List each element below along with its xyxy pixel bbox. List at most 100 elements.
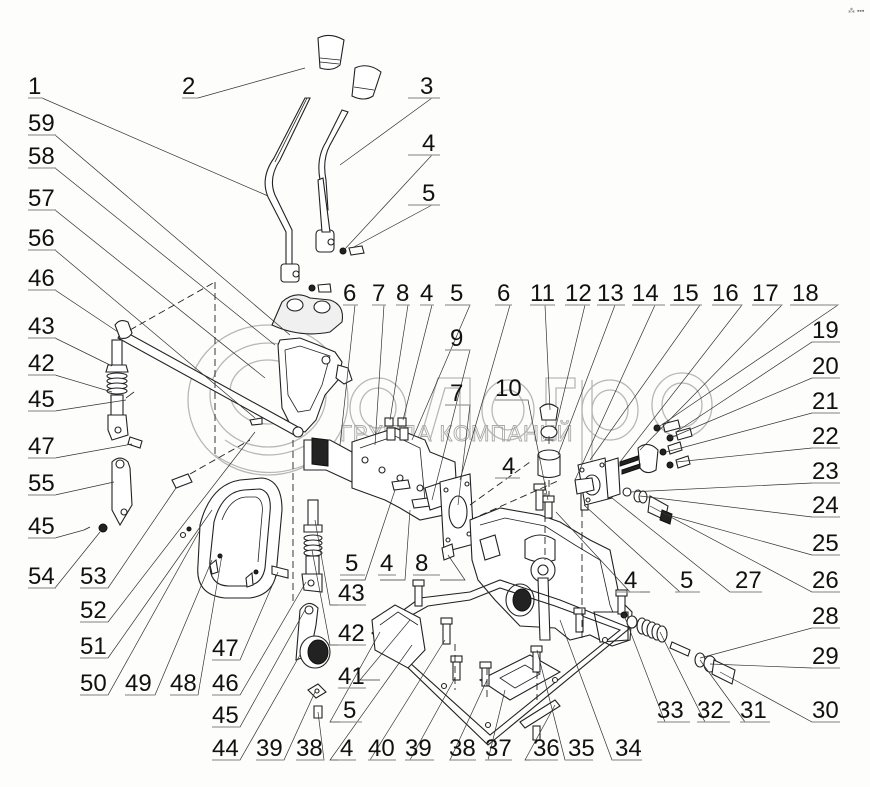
callout-54[interactable]: 54: [28, 563, 56, 590]
svg-text:44: 44: [212, 735, 239, 762]
callout-43-center[interactable]: 43: [338, 580, 366, 607]
part-solenoid-16: [619, 443, 659, 475]
callout-14[interactable]: 14: [632, 280, 665, 307]
callout-12[interactable]: 12: [565, 280, 592, 307]
callout-33[interactable]: 33: [657, 697, 690, 724]
callout-35[interactable]: 35: [565, 735, 595, 762]
callout-18[interactable]: 18: [790, 280, 838, 307]
callout-38-right[interactable]: 38: [449, 735, 476, 762]
callout-5-right[interactable]: 5: [675, 567, 700, 594]
callout-49[interactable]: 49: [125, 670, 155, 697]
svg-text:51: 51: [80, 633, 107, 660]
callout-4-bottom[interactable]: 4: [338, 735, 356, 762]
svg-text:5: 5: [343, 697, 356, 724]
callout-24[interactable]: 24: [812, 492, 840, 519]
svg-text:33: 33: [657, 697, 684, 724]
callout-4-top[interactable]: 4: [408, 130, 440, 157]
callout-38-left[interactable]: 38: [296, 735, 324, 762]
svg-text:54: 54: [28, 563, 55, 590]
callout-45-bottom[interactable]: 45: [212, 702, 240, 729]
callout-47-bottom[interactable]: 47: [212, 635, 240, 662]
svg-text:15: 15: [672, 280, 699, 307]
callout-6-a[interactable]: 6: [343, 280, 358, 307]
callout-58[interactable]: 58: [28, 143, 56, 170]
callout-7-b[interactable]: 7: [445, 380, 470, 407]
callout-19[interactable]: 19: [812, 317, 840, 344]
callout-30[interactable]: 30: [812, 697, 840, 724]
svg-text:4: 4: [340, 735, 353, 762]
svg-text:18: 18: [792, 280, 819, 307]
part-link-44: [295, 602, 331, 669]
callout-9[interactable]: 9: [445, 325, 470, 352]
callout-22[interactable]: 22: [812, 423, 840, 450]
callout-57[interactable]: 57: [28, 185, 56, 212]
callout-4-center[interactable]: 4: [495, 453, 520, 480]
callout-52[interactable]: 52: [80, 597, 108, 624]
callout-56[interactable]: 56: [28, 225, 56, 252]
callout-23[interactable]: 23: [812, 458, 840, 485]
callout-45-left-a[interactable]: 45: [28, 386, 56, 413]
svg-text:43: 43: [28, 313, 55, 340]
part-pin-47: [271, 565, 289, 579]
callout-4-center-b[interactable]: 4: [378, 550, 396, 577]
part-frame-plate: [179, 477, 283, 599]
callout-4-right[interactable]: 4: [615, 567, 640, 594]
callout-39-left[interactable]: 39: [256, 735, 284, 762]
callout-44[interactable]: 44: [212, 735, 240, 762]
callout-42-center[interactable]: 42: [338, 620, 366, 647]
callout-31[interactable]: 31: [740, 697, 770, 724]
part-link-55: [111, 457, 193, 527]
callout-37[interactable]: 37: [485, 735, 512, 762]
svg-text:36: 36: [533, 735, 560, 762]
callout-2[interactable]: 2: [182, 73, 198, 100]
callout-28[interactable]: 28: [812, 603, 840, 630]
callout-40[interactable]: 40: [368, 735, 396, 762]
callout-36[interactable]: 36: [530, 735, 560, 762]
callout-16[interactable]: 16: [712, 280, 742, 307]
callout-46-left[interactable]: 46: [28, 265, 56, 292]
svg-text:7: 7: [372, 280, 385, 307]
svg-text:16: 16: [712, 280, 739, 307]
callout-21[interactable]: 21: [812, 388, 840, 415]
callout-42-left[interactable]: 42: [28, 350, 56, 377]
callout-34[interactable]: 34: [612, 735, 642, 762]
callout-27[interactable]: 27: [730, 567, 762, 594]
callout-13[interactable]: 13: [597, 280, 625, 307]
part-boot-59: [271, 294, 344, 335]
callout-5-top[interactable]: 5: [408, 180, 440, 207]
callout-59[interactable]: 59: [28, 110, 56, 137]
callout-48[interactable]: 48: [170, 670, 198, 697]
callout-55[interactable]: 55: [28, 470, 56, 497]
callout-8-center[interactable]: 8: [413, 550, 440, 577]
callout-43-left[interactable]: 43: [28, 313, 56, 340]
callout-4-b[interactable]: 4: [420, 280, 434, 307]
callout-46-bottom[interactable]: 46: [212, 670, 240, 697]
part-knob-2: [317, 34, 345, 71]
callout-51[interactable]: 51: [80, 633, 108, 660]
callout-32[interactable]: 32: [697, 697, 730, 724]
callout-15[interactable]: 15: [670, 280, 702, 307]
callout-50[interactable]: 50: [80, 670, 108, 697]
callout-26[interactable]: 26: [812, 567, 840, 594]
callout-47-left[interactable]: 47: [28, 433, 56, 460]
callout-6-b[interactable]: 6: [495, 280, 512, 307]
callout-45-left-b[interactable]: 45: [28, 513, 56, 540]
svg-text:23: 23: [812, 458, 839, 485]
callout-10[interactable]: 10: [495, 375, 528, 402]
callout-5-bottom[interactable]: 5: [340, 697, 362, 724]
callout-5-b[interactable]: 5: [445, 280, 470, 307]
callout-17[interactable]: 17: [752, 280, 782, 307]
callout-20[interactable]: 20: [812, 353, 840, 380]
callout-25[interactable]: 25: [812, 530, 840, 557]
callout-29[interactable]: 29: [812, 643, 840, 670]
callout-11[interactable]: 11: [530, 280, 555, 307]
callout-53[interactable]: 53: [80, 563, 108, 590]
callout-5-center[interactable]: 5: [340, 550, 365, 577]
callout-1[interactable]: 1: [28, 73, 43, 100]
svg-text:32: 32: [697, 697, 724, 724]
callout-3[interactable]: 3: [408, 73, 440, 100]
callout-8-a[interactable]: 8: [396, 280, 410, 307]
callout-39-right[interactable]: 39: [405, 735, 434, 762]
callout-7-a[interactable]: 7: [372, 280, 386, 307]
callout-41[interactable]: 41: [338, 663, 366, 690]
